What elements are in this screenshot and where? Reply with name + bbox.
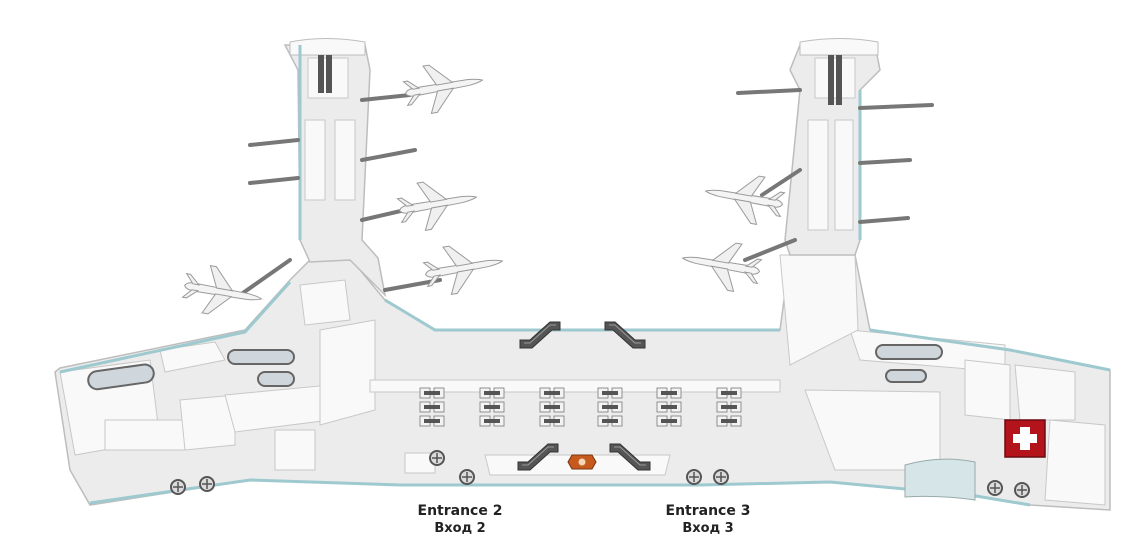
left-pier bbox=[283, 38, 387, 298]
right-jet-bridges bbox=[736, 88, 934, 262]
entrance-3-name: Entrance 3 bbox=[665, 503, 751, 519]
entrance-2-name-ru: Вход 2 bbox=[434, 520, 486, 536]
entrance-2-label: Entrance 2 Вход 2 bbox=[410, 503, 510, 537]
information-desk-icon bbox=[567, 454, 597, 470]
entrance-2-name: Entrance 2 bbox=[417, 503, 503, 519]
right-pier bbox=[784, 38, 881, 256]
entrance-3-name-ru: Вход 3 bbox=[682, 520, 734, 536]
glass-lobby bbox=[904, 458, 976, 501]
entrance-3-label: Entrance 3 Вход 3 bbox=[658, 503, 758, 537]
baggage-carousels bbox=[87, 344, 943, 391]
first-aid-cross-icon bbox=[1004, 419, 1046, 458]
